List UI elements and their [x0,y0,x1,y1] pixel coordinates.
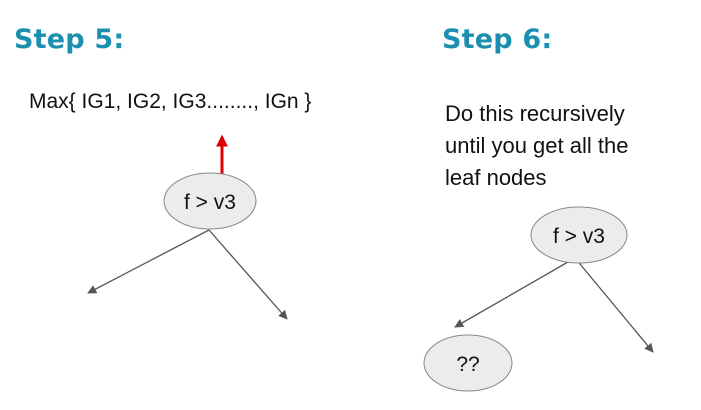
step6-root-node-label: f > v3 [553,225,605,248]
step6-child-node-label: ?? [456,353,479,376]
step6-heading: Step 6: [442,24,553,55]
step5-root-node [163,172,257,230]
step6-child-node [423,334,513,392]
recursion-description-line: Do this recursively [445,101,625,126]
step5-heading: Step 5: [14,24,125,55]
step6-left-edge [454,257,576,328]
step5-root-node-label: f > v3 [184,191,236,214]
step5-left-edge [87,229,210,294]
step5-right-edge [208,229,288,320]
recursion-description: Do this recursively until you get all th… [445,98,695,194]
max-information-gain-formula: Max{ IG1, IG2, IG3........, IGn } [29,90,312,113]
step6-root-node [530,206,628,264]
recursion-description-line: until you get all the [445,133,629,158]
step6-right-edge [574,257,654,353]
recursion-description-line: leaf nodes [445,165,547,190]
